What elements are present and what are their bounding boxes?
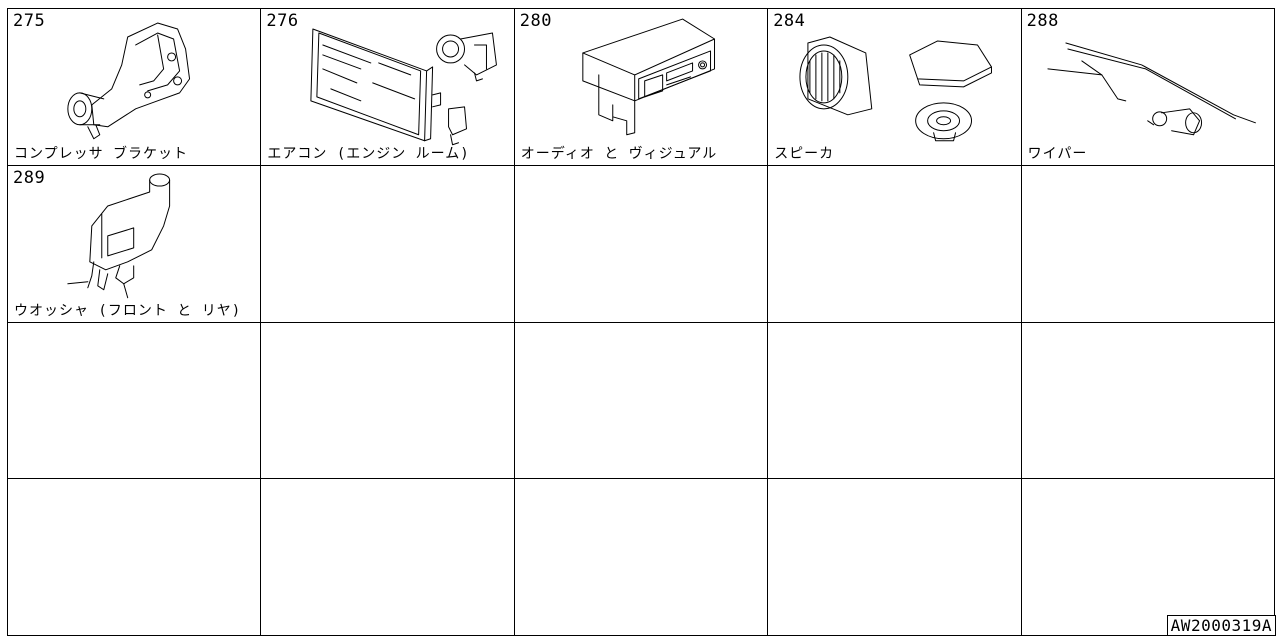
part-cell-washer-front-and-rear[interactable]: 289 ウオッシャ (フロント と リヤ) <box>8 165 262 323</box>
part-number: 276 <box>266 11 299 31</box>
empty-cell <box>514 165 769 323</box>
part-number: 289 <box>13 167 46 188</box>
empty-cell <box>261 479 515 636</box>
empty-cell <box>514 479 769 636</box>
empty-cell <box>768 165 1022 323</box>
empty-cell <box>768 479 1022 636</box>
audio-unit-illustration <box>515 9 767 165</box>
empty-cell <box>8 479 262 636</box>
part-cell-audio-and-visual[interactable]: 280 オーディオ と ヴィジュアル <box>514 9 769 166</box>
empty-cell <box>261 322 515 480</box>
part-number: 284 <box>773 11 806 31</box>
speaker-illustration <box>768 9 1020 165</box>
part-number: 288 <box>1026 11 1059 31</box>
empty-cell <box>1021 165 1275 323</box>
part-number: 275 <box>13 11 46 31</box>
parts-catalog-grid: 275 コンプレッサ ブラケット 276 <box>7 8 1275 636</box>
part-label: ワイパー <box>1027 145 1088 162</box>
part-cell-speaker[interactable]: 284 スピーカ <box>768 9 1022 166</box>
part-cell-compressor-bracket[interactable]: 275 コンプレッサ ブラケット <box>8 9 262 166</box>
empty-cell <box>1021 322 1275 480</box>
washer-tank-illustration <box>8 166 260 322</box>
air-conditioner-illustration <box>261 9 513 165</box>
diagram-code: AW2000319A <box>1166 615 1276 636</box>
empty-cell <box>514 322 769 480</box>
empty-cell <box>261 165 515 323</box>
part-number: 280 <box>519 11 553 31</box>
wiper-illustration <box>1022 9 1274 165</box>
compressor-bracket-illustration <box>8 9 260 165</box>
part-label: ウオッシャ (フロント と リヤ) <box>14 302 242 319</box>
part-label: エアコン (エンジン ルーム) <box>267 145 470 162</box>
part-label: コンプレッサ ブラケット <box>14 145 189 162</box>
part-cell-air-conditioner-engine-room[interactable]: 276 エアコン (エンジン ルーム) <box>261 9 515 166</box>
empty-cell <box>1021 479 1275 636</box>
part-label: オーディオ と ヴィジュアル <box>520 145 718 162</box>
part-label: スピーカ <box>774 145 835 162</box>
empty-cell <box>768 322 1022 480</box>
part-cell-wiper[interactable]: 288 ワイパー <box>1021 9 1275 166</box>
empty-cell <box>8 322 262 480</box>
